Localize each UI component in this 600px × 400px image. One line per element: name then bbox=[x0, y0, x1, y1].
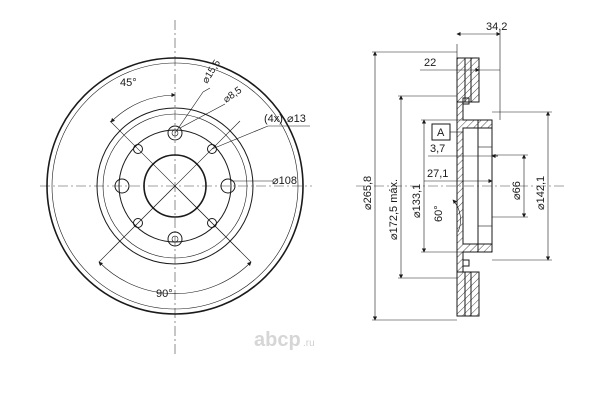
dim-4x-diameter-value: 13 bbox=[294, 113, 306, 125]
dim-hub-height: 27,1 bbox=[427, 168, 448, 180]
diameter-symbol: ⌀ bbox=[362, 203, 374, 210]
angle-90-leg-right bbox=[174, 185, 252, 263]
bolt-holes bbox=[114, 125, 236, 247]
diameter-symbol: ⌀ bbox=[511, 193, 523, 200]
dim-angle-60: 60° bbox=[433, 205, 445, 222]
diameter-symbol: ⌀ bbox=[200, 75, 213, 86]
diameter-symbol: ⌀ bbox=[287, 113, 294, 125]
leader-bolt-hole-tail bbox=[202, 87, 211, 93]
diameter-symbol: ⌀ bbox=[221, 93, 232, 105]
watermark-brand: abcp bbox=[254, 329, 301, 351]
bolt-hole-inner bbox=[171, 129, 179, 137]
dim-bore-value: 66 bbox=[511, 181, 523, 193]
dim-inner-max-value: 172,5 máx. bbox=[388, 179, 400, 233]
disc-outer-edge bbox=[46, 57, 304, 315]
hat-neck-section bbox=[456, 101, 493, 273]
pin-hole bbox=[133, 218, 143, 228]
dim-pcd-value: 108 bbox=[279, 175, 297, 187]
diameter-symbol: ⌀ bbox=[535, 203, 547, 210]
leader-pin-hole bbox=[179, 103, 226, 129]
dim-offset: 3,7 bbox=[430, 143, 445, 155]
angle-45-arc bbox=[110, 92, 176, 123]
dim-hub-outer: ⌀133,1 bbox=[411, 184, 423, 218]
dim-outer: ⌀265,8 bbox=[362, 176, 374, 210]
diameter-symbol: ⌀ bbox=[411, 211, 423, 218]
dim-4x-diameter: ⌀13 bbox=[287, 113, 306, 125]
dim-inner-max: ⌀172,5 máx. bbox=[388, 179, 400, 240]
bolt-hole bbox=[220, 178, 236, 194]
angle-90-leg-left bbox=[98, 185, 176, 263]
section-feature bbox=[462, 259, 470, 267]
bolt-hole bbox=[114, 178, 130, 194]
pin-holes bbox=[133, 144, 217, 228]
dim-pin-hole: ⌀8,5 bbox=[221, 85, 244, 106]
friction-ring-top-section bbox=[456, 57, 480, 103]
dim-4x-count: (4x) bbox=[264, 113, 283, 125]
pin-hole bbox=[207, 144, 217, 154]
leader-bolt-hole bbox=[174, 91, 204, 134]
pin-hole bbox=[207, 218, 217, 228]
section-feature bbox=[462, 97, 470, 105]
svg-text:⌀8,5: ⌀8,5 bbox=[221, 85, 244, 106]
bolt-hole bbox=[167, 231, 183, 247]
datum-label: A bbox=[437, 127, 445, 139]
front-view: 45° 90° ⌀15,5 ⌀8,5 (4x) ⌀13 ⌀108 bbox=[40, 20, 312, 355]
diameter-symbol: ⌀ bbox=[388, 233, 400, 240]
friction-ring-bottom-section bbox=[456, 271, 480, 317]
dim-outer-value: 265,8 bbox=[362, 176, 374, 204]
disc-outer-chamfer bbox=[51, 62, 299, 310]
dim-hub-outer-value: 133,1 bbox=[411, 184, 423, 212]
angle-60-arc bbox=[452, 199, 461, 233]
diameter-symbol: ⌀ bbox=[272, 175, 279, 187]
bolt-hole-inner bbox=[171, 235, 179, 243]
leader-4x-holes bbox=[211, 125, 269, 150]
dim-pcd: ⌀108 bbox=[272, 175, 297, 187]
watermark-tld: .ru bbox=[303, 338, 315, 349]
angle-45-label: 45° bbox=[120, 77, 137, 89]
hub-inner-line bbox=[463, 119, 479, 252]
dim-seat-value: 142,1 bbox=[535, 176, 547, 204]
pin-hole bbox=[133, 144, 143, 154]
dim-thickness: 22 bbox=[424, 57, 436, 69]
side-view: ⌀265,8 ⌀172,5 máx. ⌀133,1 34,2 22 A 3,7 … bbox=[356, 21, 566, 321]
dim-total-width: 34,2 bbox=[486, 21, 507, 33]
center-bore bbox=[143, 154, 207, 218]
bolt-hole bbox=[167, 125, 183, 141]
dim-seat: ⌀142,1 bbox=[535, 176, 547, 210]
angle-90-arc bbox=[98, 261, 252, 294]
dim-bore: ⌀66 bbox=[511, 181, 523, 200]
angle-90-label: 90° bbox=[156, 288, 173, 300]
watermark: abcp .ru bbox=[254, 329, 315, 351]
